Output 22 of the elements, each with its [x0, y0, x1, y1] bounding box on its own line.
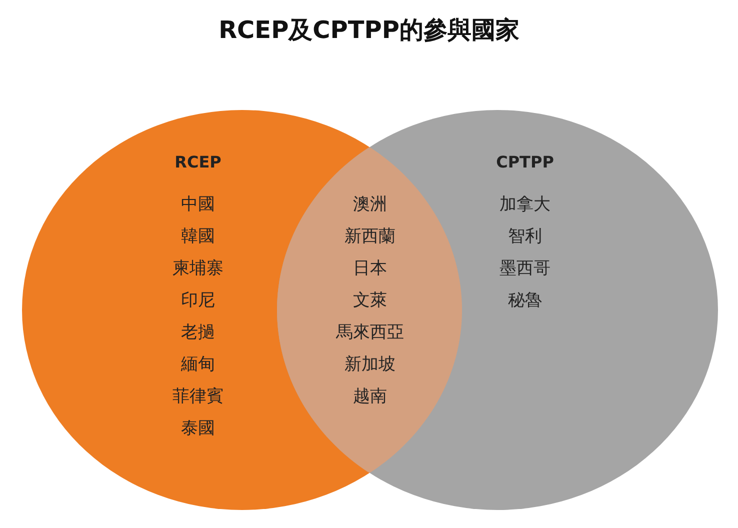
country-label: 菲律賓	[172, 386, 224, 408]
country-label: 智利	[508, 226, 542, 248]
chart-title: RCEP及CPTPP的參與國家	[218, 15, 520, 46]
country-label: 日本	[353, 258, 387, 280]
country-label: 馬來西亞	[336, 322, 404, 344]
country-label: 緬甸	[181, 354, 215, 376]
country-label: 越南	[353, 386, 387, 408]
country-label: 老撾	[181, 322, 215, 344]
country-label: 新加坡	[344, 354, 396, 376]
group-heading: RCEP	[174, 152, 222, 172]
country-label: 中國	[181, 194, 215, 216]
country-label: 印尼	[181, 290, 215, 312]
country-label: 韓國	[181, 226, 215, 248]
group-heading: CPTPP	[496, 152, 554, 172]
country-label: 墨西哥	[500, 258, 550, 280]
country-label: 新西蘭	[344, 226, 396, 248]
country-label: 泰國	[181, 418, 215, 440]
country-label: 秘魯	[508, 290, 542, 312]
country-label: 澳洲	[353, 194, 387, 216]
country-label: 柬埔寨	[172, 258, 224, 280]
country-label: 文萊	[353, 290, 387, 312]
country-label: 加拿大	[500, 194, 550, 216]
